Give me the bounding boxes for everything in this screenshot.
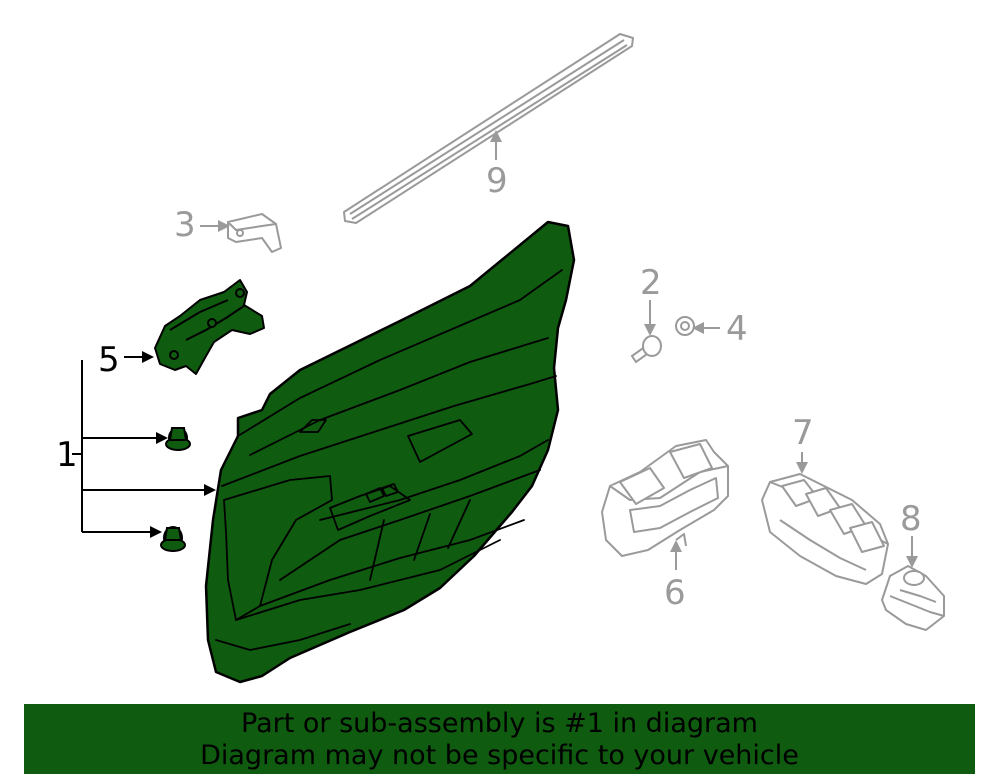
belt-moulding-part [343,33,634,224]
callout-number-8: 8 [900,499,922,539]
callout-5-leader [124,351,154,363]
master-switch-part [761,473,889,585]
trim-clip-lower [160,526,186,552]
door-trim-panel-details [215,269,563,651]
bracket-part [227,213,282,253]
callout-number-2: 2 [640,263,662,303]
callout-number-6: 6 [664,573,686,613]
screw-part [630,335,662,364]
trim-clip-upper [165,427,191,451]
inner-handle-bracket-part [154,279,265,375]
banner-line-1: Part or sub-assembly is #1 in diagram [241,708,758,739]
window-switch-part [601,439,729,557]
mirror-switch-part [881,565,945,631]
callout-number-7: 7 [792,413,814,453]
callout-grey-arrowheads [218,130,918,568]
callout-number-1: 1 [56,435,78,475]
callout-number-3: 3 [174,205,196,245]
callout-1-arrowheads [150,432,216,538]
callout-1-leaders [72,360,208,533]
banner-line-2: Diagram may not be specific to your vehi… [200,740,799,771]
callout-number-5: 5 [98,340,120,380]
grommet-part [675,316,695,336]
callout-number-9: 9 [486,161,508,201]
callout-number-4: 4 [726,309,748,349]
fitment-notice-banner: Part or sub-assembly is #1 in diagram Di… [24,704,975,774]
